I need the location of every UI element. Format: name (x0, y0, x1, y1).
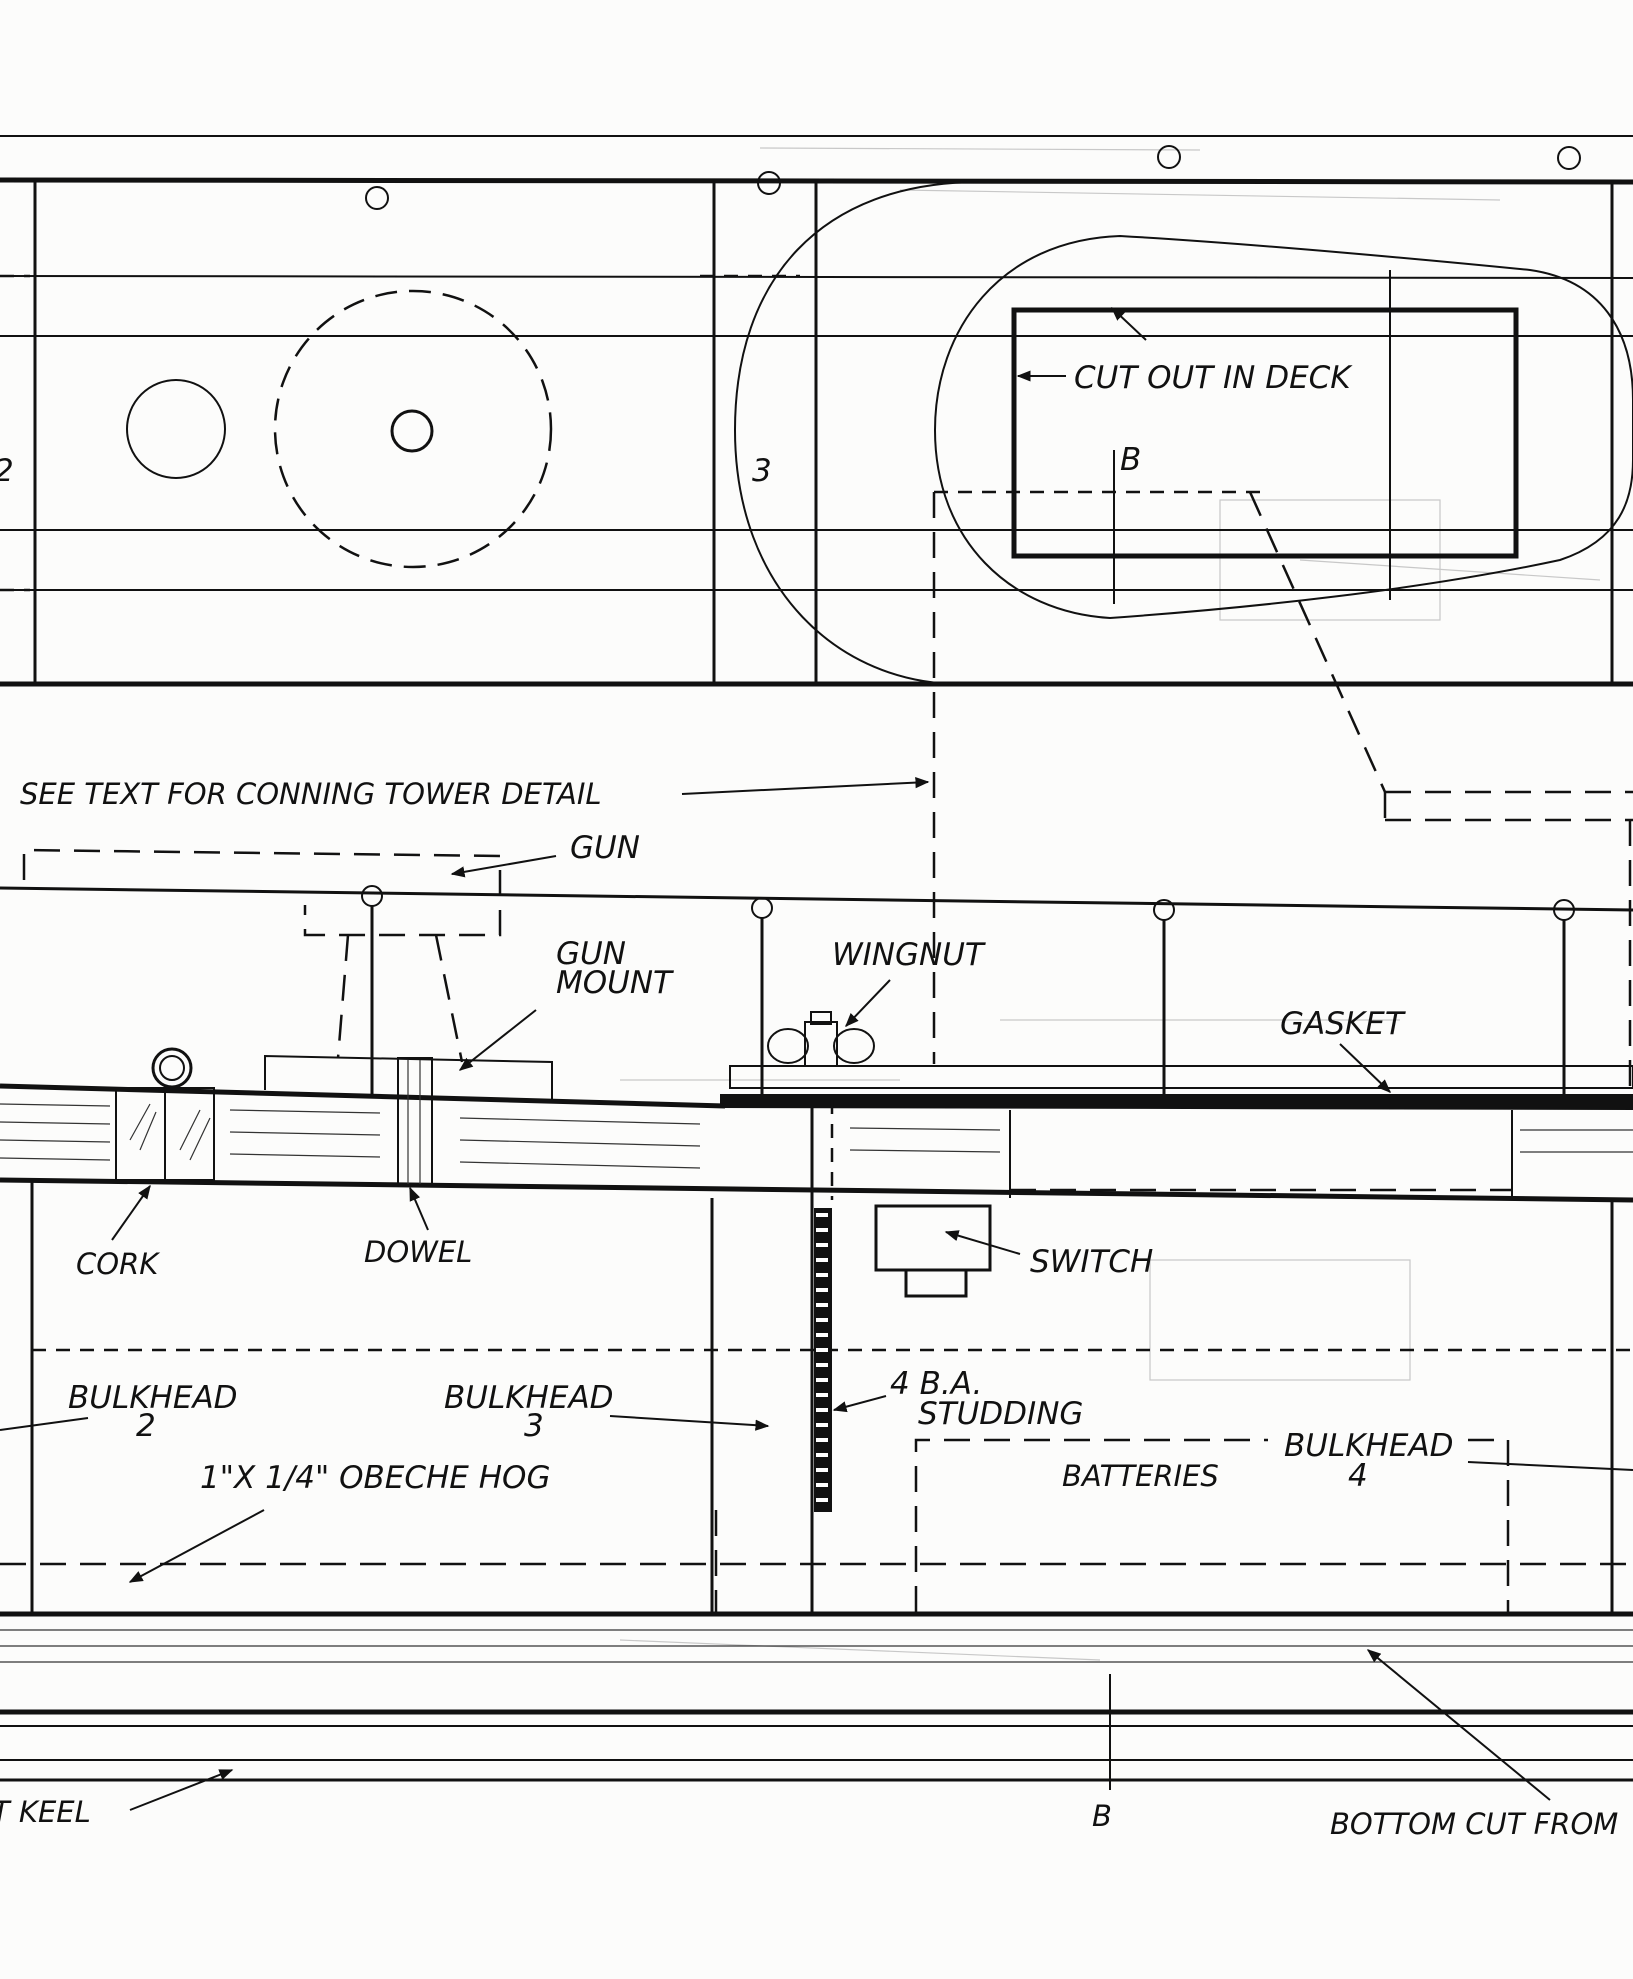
studding-label-line1: 4 B.A. (890, 1366, 982, 1402)
deck-top-line (0, 1083, 726, 1109)
gun-mount-label-line1: GUN (556, 936, 626, 972)
hatch-cover-plate (729, 1065, 1633, 1089)
deck-planking-hatch (0, 1103, 1633, 1169)
studding-rod (810, 1100, 834, 1616)
conning-tower-outer-outline (733, 181, 1633, 685)
bulkhead-2-label-line1: BULKHEAD (68, 1380, 238, 1416)
pivot-hole (390, 409, 434, 453)
wingnut-label: WINGNUT (832, 937, 986, 973)
frame-3-label: 3 (752, 453, 772, 489)
bulkhead-4-label-line1: BULKHEAD (1284, 1428, 1454, 1464)
cork-label: CORK (76, 1247, 160, 1281)
batteries-label: BATTERIES (1062, 1459, 1219, 1493)
bulkhead-2-label-line2: 2 (136, 1408, 156, 1444)
side-elevation-view: SEE TEXT FOR CONNING TOWER DETAIL GUN GU… (0, 492, 1633, 1841)
dowel-label: DOWEL (364, 1235, 472, 1269)
switch-icon (874, 1204, 992, 1298)
dowel (397, 1057, 433, 1187)
obeche-hog-label: 1"X 1/4" OBECHE HOG (200, 1460, 550, 1496)
gun-label: GUN (570, 830, 640, 866)
bulkhead-3-label-line2: 3 (524, 1408, 544, 1444)
fixing-hole (365, 186, 389, 210)
fixing-hole (1157, 145, 1181, 169)
fixing-hole (757, 171, 781, 195)
section-b-top-label: B (1120, 442, 1141, 478)
gasket-strip (720, 1094, 1633, 1110)
gasket-label: GASKET (1280, 1006, 1406, 1042)
fixing-hole (1557, 146, 1581, 170)
deck-plan-view: CUT OUT IN DECK B 3 2 (0, 135, 1633, 822)
see-text-note: SEE TEXT FOR CONNING TOWER DETAIL (20, 777, 602, 811)
deck-cut-out-rectangle (1011, 307, 1519, 559)
deck-bottom-line (0, 1177, 1633, 1203)
hatch-circle (126, 379, 226, 479)
show-through-ghost-lines (619, 147, 1601, 1661)
rail-stanchions (361, 885, 1575, 1100)
gun-mount-label-line2: MOUNT (556, 965, 674, 1001)
cut-out-in-deck-label: CUT OUT IN DECK (1074, 360, 1353, 396)
keel-label: T KEEL (0, 1795, 91, 1829)
bulkhead-3-label-line1: BULKHEAD (444, 1380, 614, 1416)
cork-ring (151, 1047, 193, 1089)
guard-rail (0, 886, 1633, 912)
bulkhead-4-label-line2: 4 (1348, 1458, 1368, 1494)
studding-label-line2: STUDDING (918, 1396, 1083, 1432)
turntable-dashed-circle (273, 289, 553, 569)
frame-2-label: 2 (0, 453, 14, 489)
conning-tower-inner-outline (933, 234, 1633, 620)
section-b-bottom-label: B (1092, 1799, 1112, 1833)
bottom-cut-label: BOTTOM CUT FROM (1330, 1807, 1618, 1841)
batteries-outline (914, 1438, 1510, 1612)
wingnut-icon (767, 1011, 875, 1067)
switch-label: SWITCH (1030, 1244, 1153, 1280)
